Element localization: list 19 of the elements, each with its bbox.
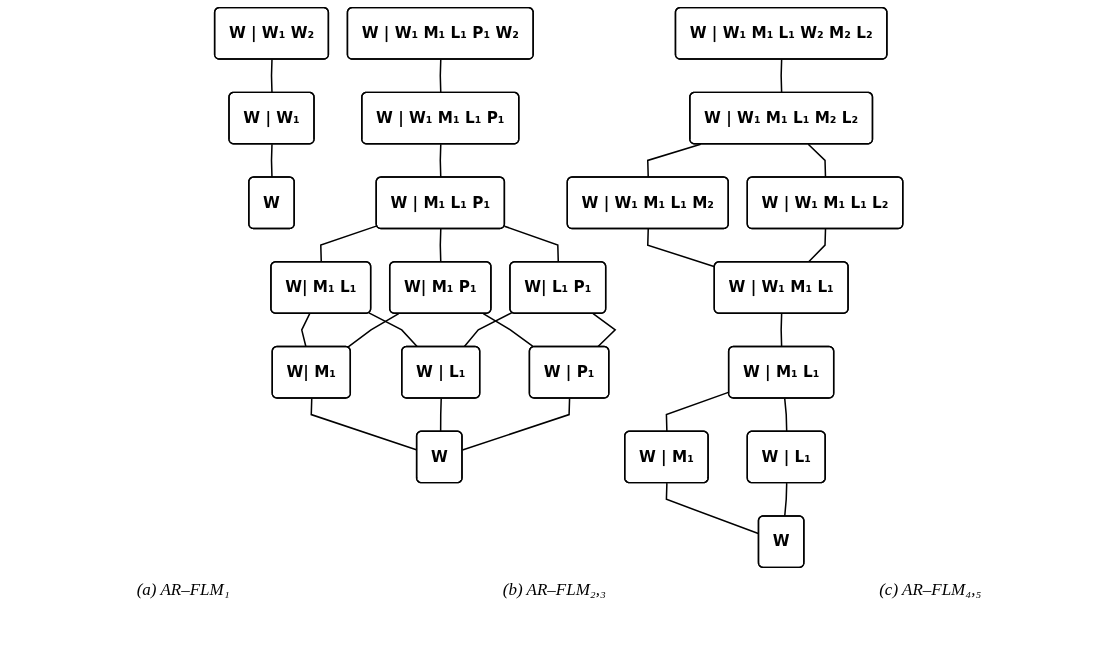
- connector: [271, 143, 274, 179]
- connector: [368, 312, 419, 348]
- connector: [482, 312, 536, 348]
- connector: [647, 143, 702, 179]
- connector: [271, 58, 274, 94]
- connector: [780, 58, 783, 94]
- figure-caption: (c) AR–FLM₄,₅: [879, 580, 982, 600]
- connector: [463, 311, 514, 348]
- connector: [780, 312, 783, 348]
- connector: [440, 397, 443, 433]
- connector: [301, 312, 311, 348]
- figure-caption: (b) AR–FLM₂,₃: [502, 580, 606, 600]
- connector: [807, 143, 827, 179]
- connector: [784, 397, 788, 433]
- connector: [347, 312, 400, 349]
- connector: [439, 58, 442, 94]
- connector: [439, 143, 442, 179]
- connector: [462, 397, 571, 451]
- figure-caption: (a) AR–FLM₁: [136, 580, 230, 600]
